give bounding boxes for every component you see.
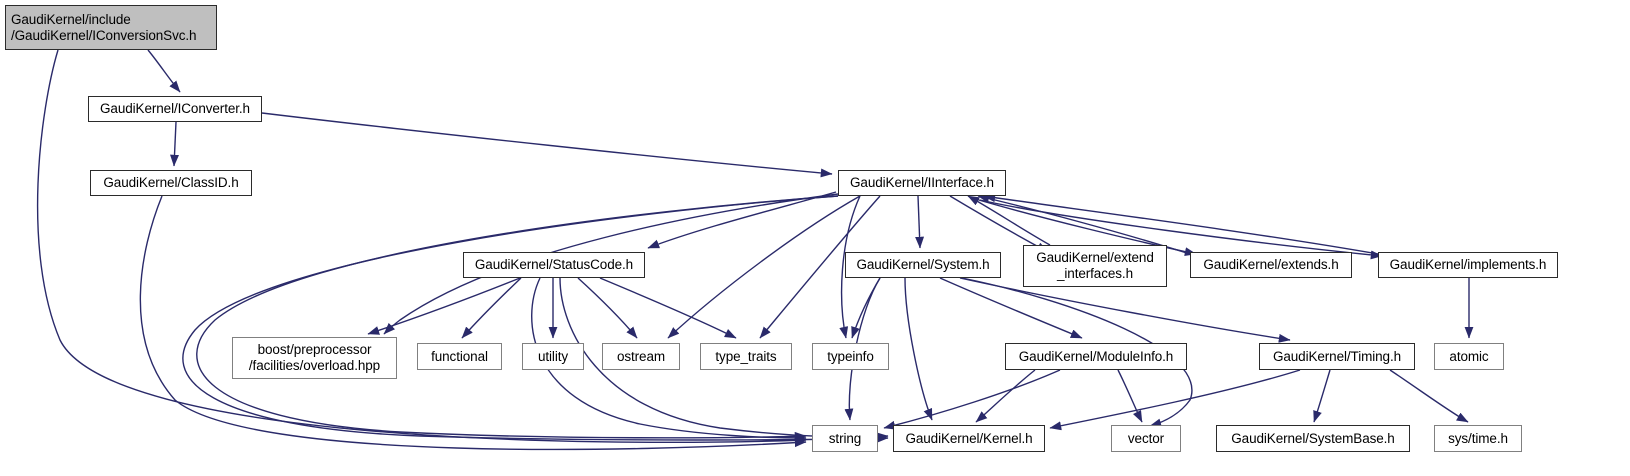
node-systembase[interactable]: GaudiKernel/SystemBase.h [1216,425,1410,452]
node-systime[interactable]: sys/time.h [1434,425,1522,452]
edge-iinterface-to-extend_interfaces [949,195,1049,253]
node-functional[interactable]: functional [417,343,502,370]
edge-statuscode-to-boost_overload [367,277,521,335]
edge-moduleinfo-to-kernel [975,369,1036,423]
edge-timing-to-systembase [1313,369,1331,423]
node-statuscode[interactable]: GaudiKernel/StatusCode.h [463,252,645,278]
edge-iconversionsvc-to-iconverter [147,49,181,93]
node-extend_interfaces[interactable]: GaudiKernel/extend _interfaces.h [1023,245,1167,287]
edge-system-to-timing [959,277,1291,343]
node-vector[interactable]: vector [1111,425,1181,452]
edge-system-to-moduleinfo [939,277,1083,339]
node-moduleinfo[interactable]: GaudiKernel/ModuleInfo.h [1005,343,1187,370]
node-utility[interactable]: utility [522,343,584,370]
edge-statuscode-to-type_traits [599,277,737,339]
node-atomic[interactable]: atomic [1434,343,1504,370]
node-classid[interactable]: GaudiKernel/ClassID.h [90,170,252,196]
node-ostream[interactable]: ostream [602,343,680,370]
node-implements[interactable]: GaudiKernel/implements.h [1378,252,1558,278]
edge-iinterface-to-system [915,195,925,249]
node-type_traits[interactable]: type_traits [700,343,792,370]
node-iinterface[interactable]: GaudiKernel/IInterface.h [838,170,1006,196]
node-extends[interactable]: GaudiKernel/extends.h [1190,252,1352,278]
edge-iinterface-to-string [196,195,839,441]
node-string[interactable]: string [812,425,878,452]
edge-moduleinfo-to-vector [1117,369,1143,423]
edge-timing-to-kernel [1049,369,1301,431]
node-timing[interactable]: GaudiKernel/Timing.h [1259,343,1415,370]
edge-extend_interfaces-to-iinterface [967,195,1051,246]
node-kernel[interactable]: GaudiKernel/Kernel.h [893,425,1045,452]
edge-iinterface-to-ostream [667,195,861,339]
edge-iinterface-to-statuscode [647,191,837,249]
node-iconversionsvc[interactable]: GaudiKernel/include /GaudiKernel/IConver… [5,5,217,50]
edge-moduleinfo-to-string [883,369,1061,430]
edge-classid-to-string [139,195,807,451]
edge-iconverter-to-iinterface [261,112,833,178]
edge-iinterface-to-kernel [182,195,889,443]
node-system[interactable]: GaudiKernel/System.h [845,252,1001,278]
edge-system-to-kernel [904,277,933,421]
node-boost_overload[interactable]: boost/preprocessor /facilities/overload.… [232,337,397,379]
edge-timing-to-systime [1389,369,1469,423]
edge-statuscode-to-functional [461,277,522,339]
edge-statuscode-to-ostream [577,277,638,339]
edge-iconverter-to-classid [170,121,179,167]
node-typeinfo[interactable]: typeinfo [812,343,889,370]
node-iconverter[interactable]: GaudiKernel/IConverter.h [88,96,262,122]
edge-system-to-typeinfo [851,277,881,339]
